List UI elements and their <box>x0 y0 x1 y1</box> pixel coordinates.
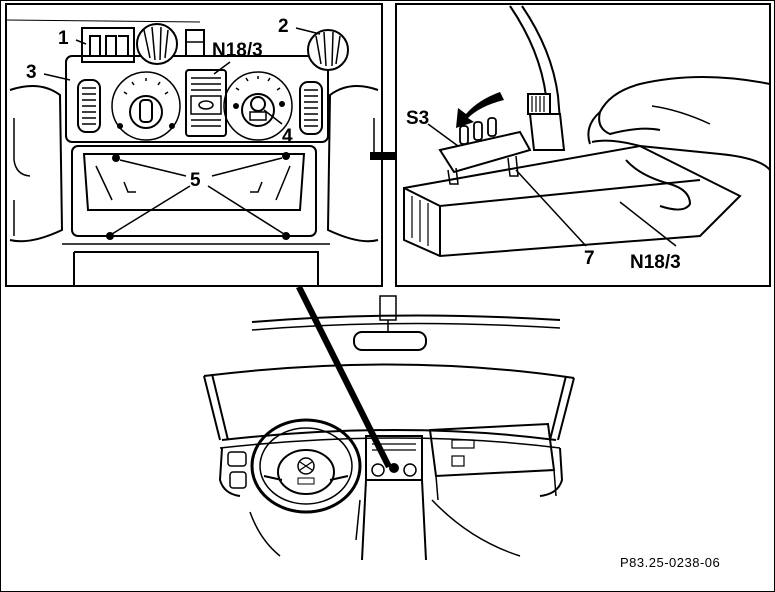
steering-wheel <box>250 418 362 514</box>
car-interior-overview <box>203 286 575 561</box>
air-vent-left <box>77 79 101 133</box>
reference-code: P83.25-0238-06 <box>620 555 720 570</box>
storage-tray <box>71 145 317 240</box>
callout-4: 4 <box>282 126 293 147</box>
temperature-knob-right <box>307 29 349 71</box>
callout-n18-3-right: N18/3 <box>630 252 681 273</box>
callout-n18-3-left: N18/3 <box>212 40 263 61</box>
passenger-airbag-panel <box>428 422 557 501</box>
callout-s3: S3 <box>406 108 429 129</box>
left-detail-panel: 1 2 3 N18/3 4 5 <box>5 3 383 287</box>
callout-3: 3 <box>26 62 37 83</box>
wiring-connector <box>527 93 566 151</box>
pointer-leader <box>296 286 392 468</box>
callout-5: 5 <box>190 170 201 191</box>
hand <box>587 76 771 211</box>
center-console <box>361 435 427 561</box>
fan-dial-right <box>223 71 293 141</box>
n18-3-module-body <box>403 144 742 258</box>
air-vent-right <box>299 81 323 135</box>
callout-2: 2 <box>278 16 289 37</box>
temperature-knob-left <box>136 23 178 65</box>
callout-7: 7 <box>584 248 595 269</box>
s3-switch <box>438 117 532 185</box>
right-detail-panel: S3 7 N18/3 <box>395 3 771 287</box>
curved-arrow-icon <box>456 92 504 128</box>
rear-view-mirror <box>353 295 427 351</box>
n18-3-switch-module <box>185 69 227 137</box>
display-unit <box>81 27 135 63</box>
callout-1: 1 <box>58 28 69 49</box>
fan-dial-left <box>111 71 181 141</box>
